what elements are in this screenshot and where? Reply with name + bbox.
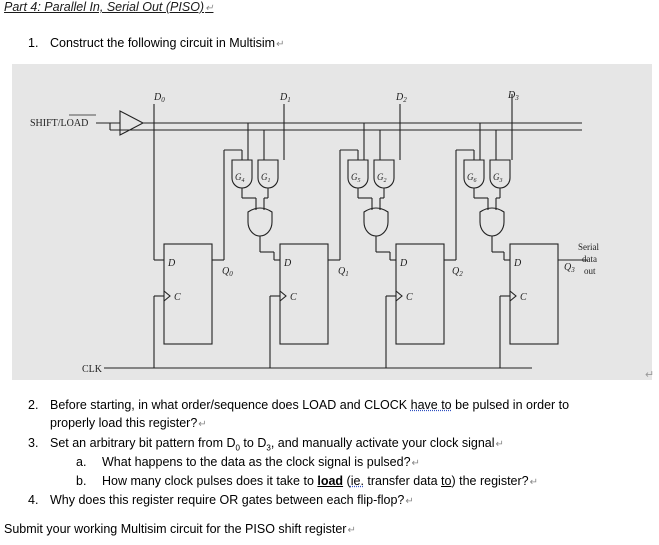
gate-g6-label: G6 — [467, 172, 477, 184]
output-q1-label: Q1 — [338, 266, 349, 278]
output-q2-label: Q2 — [452, 266, 463, 278]
list-item-2: 2.Before starting, in what order/sequenc… — [28, 398, 570, 430]
list-item-1: 1.Construct the following circuit in Mul… — [28, 36, 285, 50]
ff3-d-label: D — [513, 258, 522, 269]
input-d1-label: D1 — [279, 92, 291, 104]
ff0-d-label: D — [167, 258, 176, 269]
input-d2-label: D2 — [395, 92, 407, 104]
list-item-4: 4.Why does this register require OR gate… — [28, 493, 414, 507]
serial-label-1: Serial — [578, 242, 599, 252]
ff2-d-label: D — [399, 258, 408, 269]
shift-load-label: SHIFT/LOAD — [30, 118, 88, 129]
gate-g5-label: G5 — [351, 172, 361, 184]
gate-g2-label: G2 — [377, 172, 387, 184]
ff3-c-label: C — [520, 292, 527, 303]
list-item-3: 3.Set an arbitrary bit pattern from D0 t… — [28, 436, 504, 453]
input-d3-label: D3 — [507, 90, 519, 102]
paragraph-mark: ↵ — [645, 369, 655, 381]
gate-g3-label: G3 — [493, 172, 503, 184]
circuit-figure: SHIFT/LOAD CLK D0 D1 D2 D3 G4 G1 G5 G2 G… — [12, 64, 652, 380]
list-item-3a: a.What happens to the data as the clock … — [76, 455, 420, 469]
serial-label-3: out — [584, 266, 596, 276]
gate-g4-label: G4 — [235, 172, 245, 184]
ff0-c-label: C — [174, 292, 181, 303]
list-item-3b: b.How many clock pulses does it take to … — [76, 474, 538, 488]
serial-label-2: data — [582, 254, 597, 264]
input-d0-label: D0 — [153, 92, 165, 104]
clk-label: CLK — [82, 364, 103, 375]
gate-g1-label: G1 — [261, 172, 271, 184]
submit-instruction: Submit your working Multisim circuit for… — [4, 522, 356, 536]
ff1-c-label: C — [290, 292, 297, 303]
page-heading: Part 4: Parallel In, Serial Out (PISO)↵ — [4, 0, 214, 14]
ff1-d-label: D — [283, 258, 292, 269]
output-q0-label: Q0 — [222, 266, 233, 278]
output-q3-label: Q3 — [564, 262, 575, 274]
piso-circuit-diagram: SHIFT/LOAD CLK D0 D1 D2 D3 G4 G1 G5 G2 G… — [30, 90, 599, 375]
ff2-c-label: C — [406, 292, 413, 303]
